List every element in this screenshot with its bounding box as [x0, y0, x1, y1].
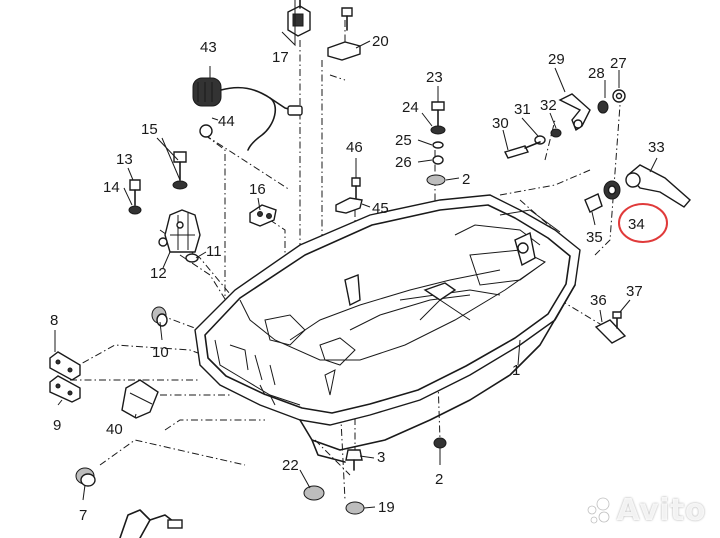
- label-part-28: 28: [588, 65, 605, 82]
- label-part-12: 12: [150, 265, 167, 282]
- leader-lines: [54, 0, 658, 509]
- handle-33-34-35: [584, 164, 691, 213]
- parts-36-37: [594, 311, 627, 344]
- label-part-46: 46: [346, 139, 363, 156]
- part-11-clip: [185, 253, 199, 263]
- part-43-connector: [192, 77, 303, 151]
- label-part-33: 33: [648, 139, 665, 156]
- part-17-switch: [287, 0, 311, 37]
- screw-top: [341, 7, 353, 31]
- stack-23-26: [426, 101, 446, 186]
- label-part-17: 17: [272, 49, 289, 66]
- label-part-7: 7: [79, 507, 87, 524]
- label-part-20: 20: [372, 33, 389, 50]
- label-part-34: 34: [628, 216, 645, 233]
- label-part-40: 40: [106, 421, 123, 438]
- assembly-guide-lines: [69, 20, 621, 501]
- pad-part-40: [121, 379, 159, 419]
- label-part-14: 14: [103, 179, 120, 196]
- label-part-29: 29: [548, 51, 565, 68]
- label-part-15: 15: [141, 121, 158, 138]
- label-part-13: 13: [116, 151, 133, 168]
- label-part-27: 27: [610, 55, 627, 72]
- label-part-1: 1: [512, 362, 520, 379]
- watermark-text: Avito: [616, 493, 706, 528]
- label-part-2-bottom: 2: [435, 471, 443, 488]
- label-part-10: 10: [152, 344, 169, 361]
- label-part-23: 23: [426, 69, 443, 86]
- part-20-bracket: [327, 41, 361, 61]
- label-part-16: 16: [249, 181, 266, 198]
- part-labels: 1 2 2 3 7 8 9 10 11 12 13 14 15 16 17 19…: [50, 33, 665, 524]
- highlight-circle: [618, 203, 668, 243]
- plug-part-7: [75, 467, 96, 487]
- grommet-part-10: [151, 306, 168, 327]
- label-part-9: 9: [53, 417, 61, 434]
- label-part-32: 32: [540, 97, 557, 114]
- part-16-plate: [249, 204, 277, 227]
- label-part-36: 36: [590, 292, 607, 309]
- label-part-35: 35: [586, 229, 603, 246]
- label-part-30: 30: [492, 115, 509, 132]
- clips-8-9: [49, 351, 81, 403]
- label-part-43: 43: [200, 39, 217, 56]
- label-part-31: 31: [514, 101, 531, 118]
- label-part-44: 44: [218, 113, 235, 130]
- lower-cowl-part-1: [194, 194, 581, 463]
- label-part-3: 3: [377, 449, 385, 466]
- label-part-37: 37: [626, 283, 643, 300]
- bolts-13-14-15: [128, 151, 188, 215]
- label-part-25: 25: [395, 132, 412, 149]
- label-part-8: 8: [50, 312, 58, 329]
- parts-45-46: [335, 177, 363, 214]
- label-part-11: 11: [206, 243, 222, 260]
- label-part-26: 26: [395, 154, 412, 171]
- label-part-24: 24: [402, 99, 419, 116]
- bottom-fasteners: [303, 437, 447, 515]
- label-part-2-top: 2: [462, 171, 470, 188]
- bracket-part-12: [158, 209, 201, 253]
- label-part-22: 22: [282, 457, 299, 474]
- linkage-27-32: [504, 89, 626, 159]
- avito-dots-icon: [587, 497, 609, 524]
- watermark: Avito: [583, 493, 706, 528]
- label-part-19: 19: [378, 499, 395, 516]
- label-part-45: 45: [372, 200, 389, 217]
- bottom-cables: [119, 509, 183, 538]
